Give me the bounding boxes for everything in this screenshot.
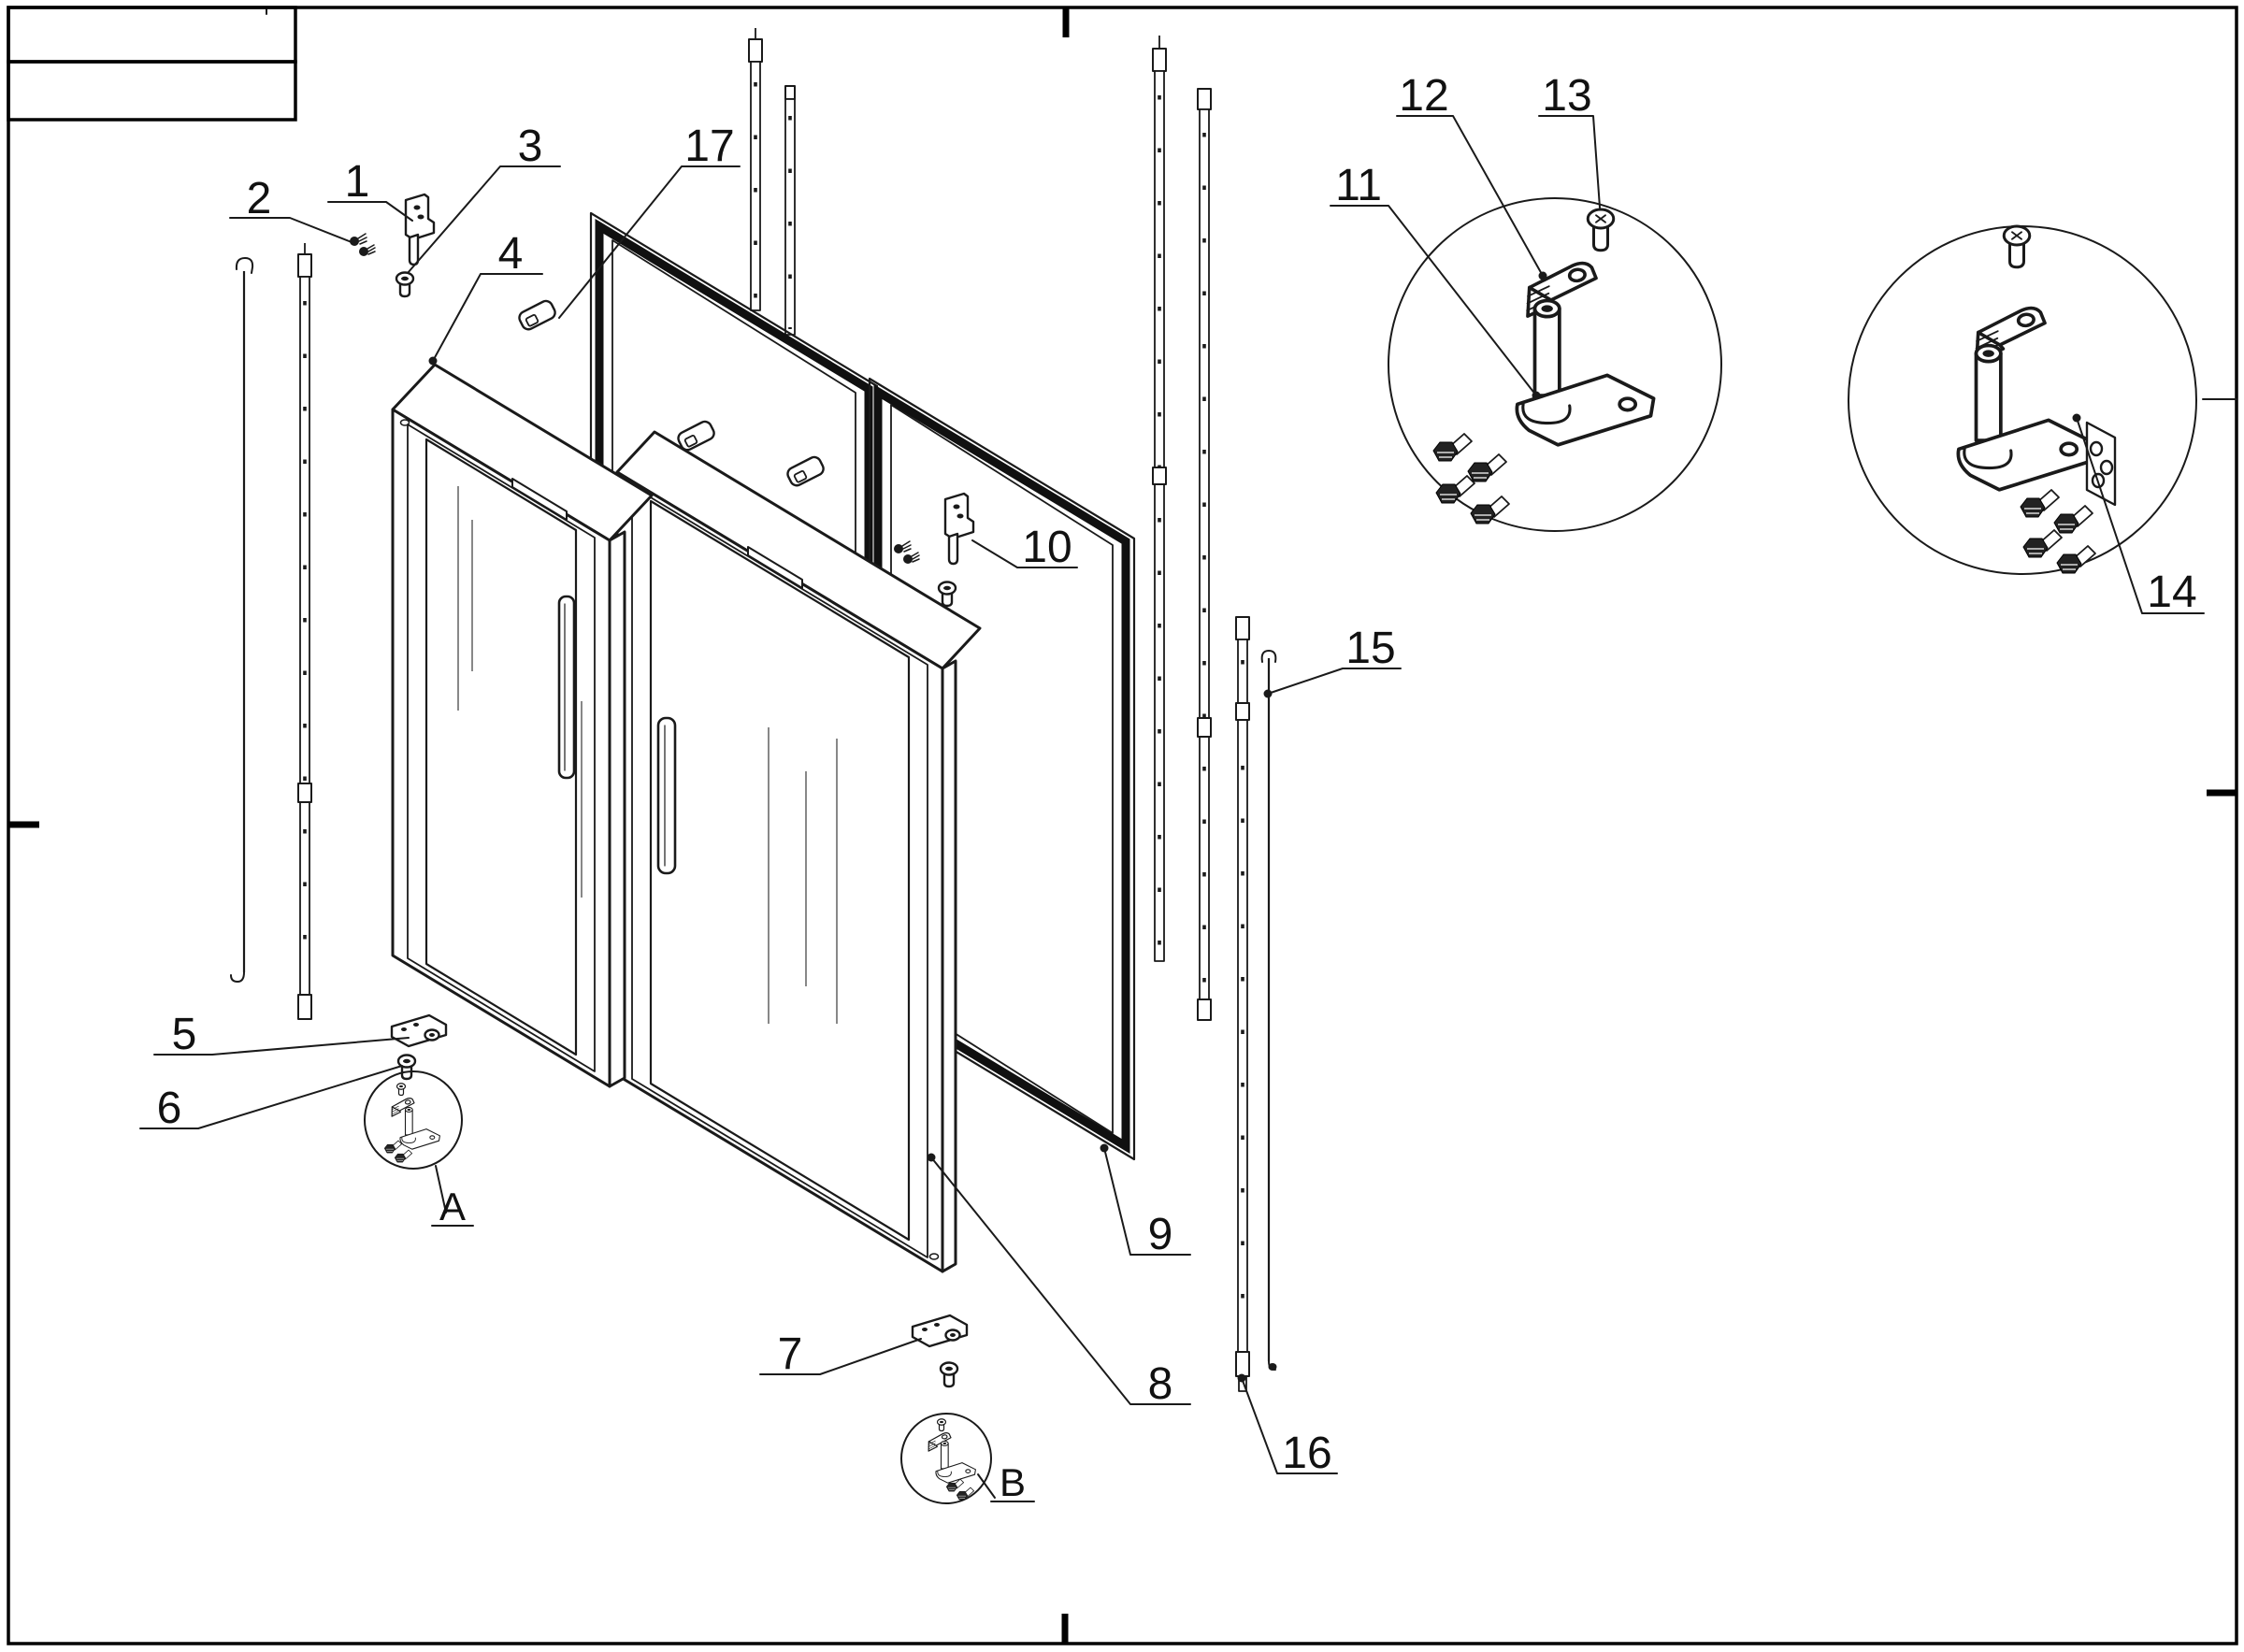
heater-wire-left: [230, 257, 254, 983]
callout-11: 11: [1330, 161, 1541, 400]
callout-b: B: [977, 1460, 1035, 1504]
callout-label: 14: [2147, 567, 2196, 617]
callout-17: 17: [558, 122, 741, 319]
callouts: 1 2 3 4 5 6 7 8 9 10 11 12 13 14 15 16 1…: [139, 71, 2205, 1504]
callout-8: 8: [927, 1153, 1191, 1409]
callout-label: 16: [1282, 1429, 1331, 1478]
screw-pair-10: [893, 540, 920, 565]
callout-label: 4: [498, 229, 524, 279]
callout-label: 2: [247, 174, 272, 223]
pivot-screw-3: [395, 271, 415, 298]
callout-label: 9: [1148, 1210, 1173, 1259]
callout-13: 13: [1538, 71, 1601, 208]
gasket-clip-17c: [784, 453, 827, 489]
led-strip-right-2: [1197, 88, 1212, 1021]
callout-10: 10: [971, 523, 1078, 572]
led-strip-right-1: [1152, 36, 1167, 962]
callout-4: 4: [428, 229, 543, 366]
callout-label: 5: [172, 1010, 197, 1059]
gasket-clip-17b: [674, 418, 718, 453]
callout-7: 7: [759, 1329, 922, 1379]
sheet-border: [7, 6, 2238, 1645]
detail-circle-a: [364, 1070, 463, 1170]
title-block: [7, 6, 297, 122]
callout-label: 15: [1345, 624, 1395, 673]
callout-14: 14: [2072, 413, 2205, 617]
detail-circle-b: [900, 1413, 992, 1504]
centre-hinge-bracket-10: [943, 492, 975, 566]
callout-9: 9: [1100, 1143, 1191, 1259]
callout-label: 3: [518, 122, 543, 171]
led-strip-middle-1: [748, 28, 763, 311]
heater-wire-15: [1260, 650, 1277, 1371]
callout-5: 5: [153, 1010, 410, 1059]
top-hinge-bracket-1: [404, 193, 436, 266]
glass-door-left: [391, 363, 654, 1088]
bottom-hinge-plate-5: [390, 1013, 448, 1048]
callout-label: B: [1000, 1460, 1026, 1504]
callout-2: 2: [229, 174, 357, 245]
callout-12: 12: [1396, 71, 1547, 280]
callout-label: 8: [1148, 1359, 1173, 1409]
callout-label: A: [439, 1185, 466, 1228]
cap-screw-7: [939, 1361, 959, 1388]
callout-label: 1: [345, 157, 370, 207]
callout-label: 7: [778, 1329, 803, 1379]
cap-screw-10: [937, 581, 957, 608]
callout-label: 10: [1022, 523, 1072, 572]
callout-label: 12: [1399, 71, 1448, 121]
bottom-hinge-plate-7: [911, 1314, 969, 1348]
led-strip-left: [297, 243, 312, 1020]
callout-16: 16: [1237, 1373, 1338, 1478]
callout-a: A: [431, 1165, 474, 1228]
callout-label: 13: [1542, 71, 1591, 121]
gasket-clip-17a: [515, 297, 559, 333]
hinge-flange-14: [2085, 421, 2117, 507]
led-strip-middle-2: [784, 85, 796, 336]
callout-15: 15: [1263, 624, 1402, 698]
callout-label: 6: [157, 1084, 182, 1133]
callout-3: 3: [407, 122, 561, 274]
detail-circle-hinge-left: [1388, 197, 1722, 532]
detail-circle-hinge-right: [1848, 224, 2197, 575]
screw-pair-2: [349, 233, 376, 257]
callout-label: 17: [684, 122, 734, 171]
led-strip-16: [1235, 616, 1250, 1392]
glass-door-right: [615, 430, 982, 1273]
callout-1: 1: [327, 157, 413, 222]
callout-label: 11: [1335, 161, 1382, 210]
callout-6: 6: [139, 1065, 403, 1133]
